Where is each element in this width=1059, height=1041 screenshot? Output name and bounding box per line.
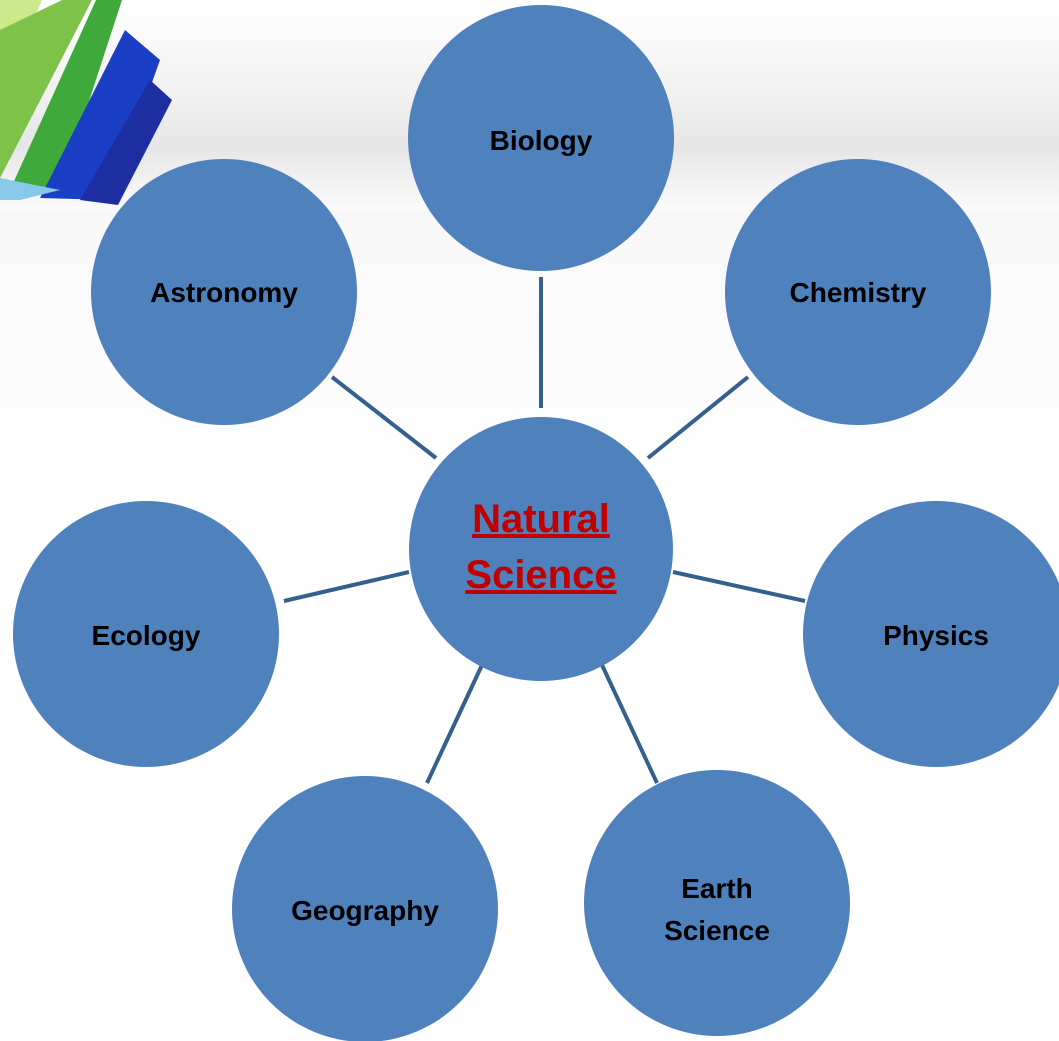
node-geography: Geography bbox=[232, 776, 498, 1041]
connector-geography bbox=[425, 664, 484, 784]
node-label-geography: Geography bbox=[291, 895, 439, 926]
connector-physics bbox=[672, 570, 806, 603]
connector-ecology bbox=[283, 570, 410, 603]
node-chemistry: Chemistry bbox=[725, 159, 991, 425]
hub-label-line1: Natural bbox=[472, 497, 610, 541]
node-circle-earth-science bbox=[584, 770, 850, 1036]
node-label-biology: Biology bbox=[490, 125, 593, 156]
node-circle-physics bbox=[803, 501, 1059, 767]
hub-node: Natural Science bbox=[409, 417, 673, 681]
topic-nodes: BiologyChemistryPhysicsEarthScienceGeogr… bbox=[13, 5, 1059, 1041]
node-label-astronomy: Astronomy bbox=[150, 277, 298, 308]
node-physics: Physics bbox=[803, 501, 1059, 767]
node-astronomy: Astronomy bbox=[91, 159, 357, 425]
node-label-ecology: Ecology bbox=[92, 620, 201, 651]
crayons-decoration-icon bbox=[0, 0, 172, 205]
connector-astronomy bbox=[330, 375, 438, 460]
node-circle-geography bbox=[232, 776, 498, 1041]
node-label-earth-science-1: Earth bbox=[681, 873, 753, 904]
node-circle-astronomy bbox=[91, 159, 357, 425]
node-circle-chemistry bbox=[725, 159, 991, 425]
node-label-earth-science-2: Science bbox=[664, 915, 770, 946]
connector-earth-science bbox=[600, 664, 659, 784]
node-biology: Biology bbox=[408, 5, 674, 271]
node-circle-ecology bbox=[13, 501, 279, 767]
hub-label-line2: Science bbox=[465, 553, 616, 597]
connector-chemistry bbox=[646, 375, 750, 460]
hub-circle bbox=[409, 417, 673, 681]
connector-lines bbox=[283, 277, 806, 784]
node-ecology: Ecology bbox=[13, 501, 279, 767]
node-label-physics: Physics bbox=[883, 620, 989, 651]
node-circle-biology bbox=[408, 5, 674, 271]
node-label-chemistry: Chemistry bbox=[790, 277, 927, 308]
